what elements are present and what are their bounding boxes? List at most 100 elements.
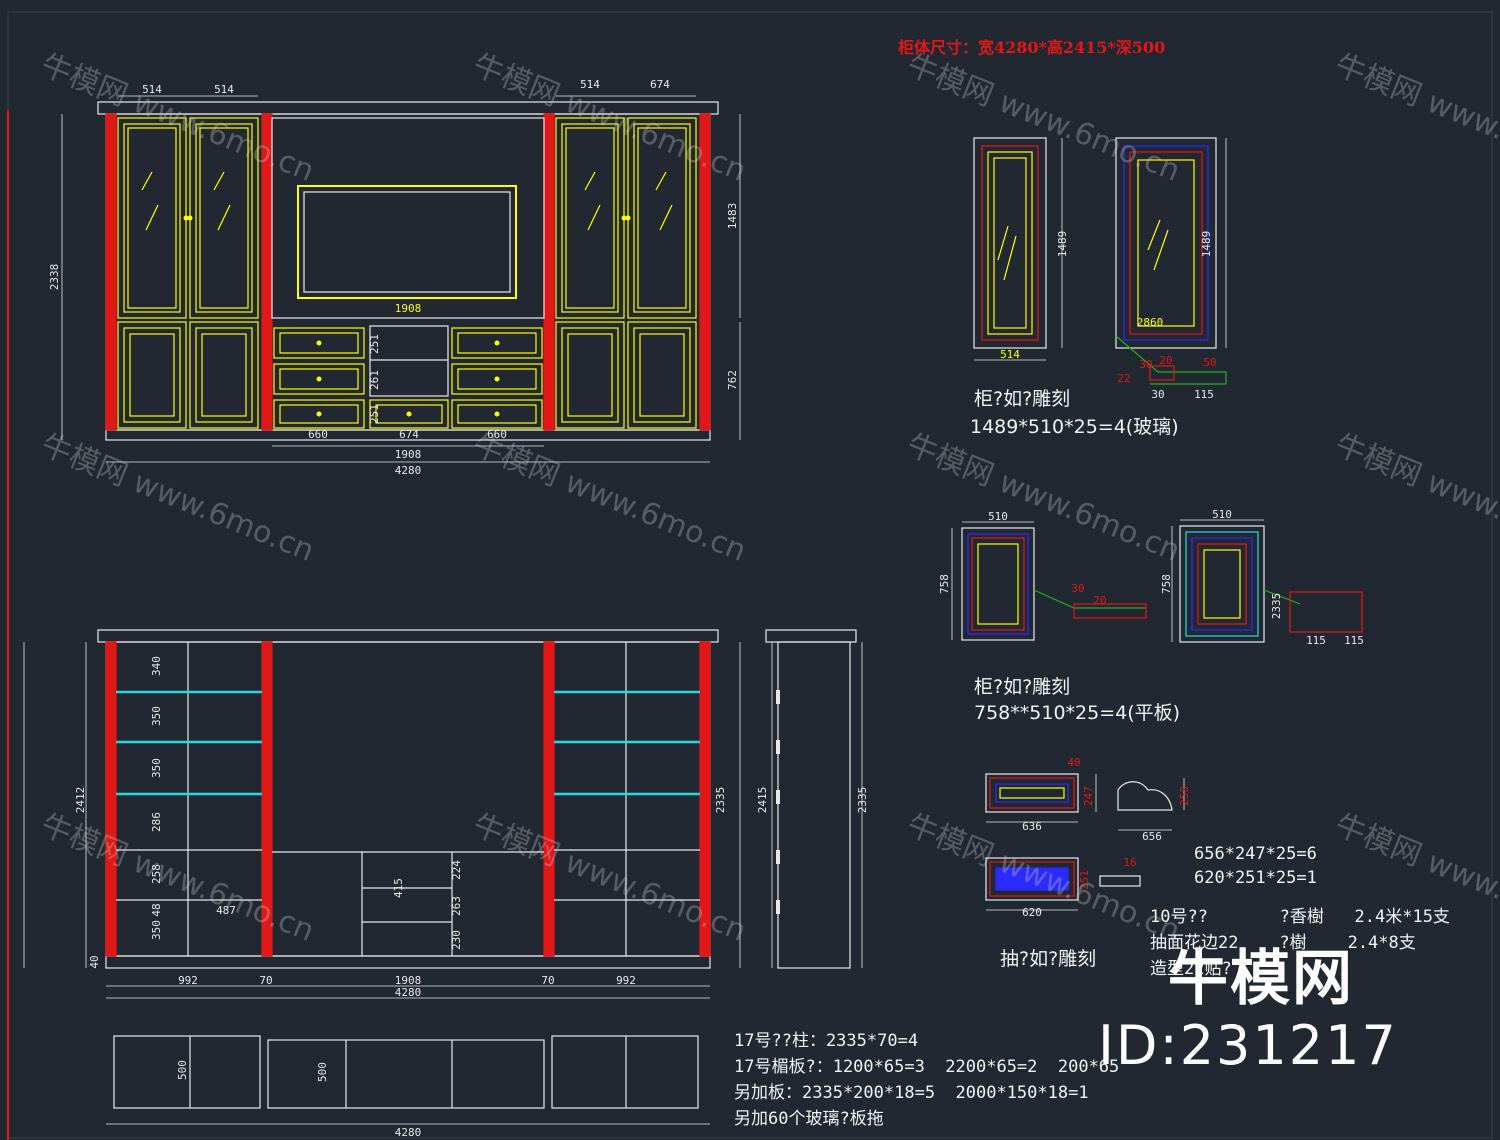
dim-interior_dims-total_width: 4280 <box>395 986 422 999</box>
material-note-2: 抽面花边22 ?樹 2.4*8支 <box>1150 933 1416 953</box>
dim-front_dims-top-0: 514 <box>142 83 162 96</box>
dim-drawer_detail-labels-7: 16 <box>1123 856 1136 869</box>
dim-door_detail-right_bottom: 2860 <box>1137 316 1164 329</box>
dim-panel_detail-profile_labels-4: 2335 <box>1270 593 1283 620</box>
front-outline <box>105 113 711 431</box>
dim-interior_dims-side_depth_height: 2335 <box>856 787 869 814</box>
dim-interior_dims-left_shelves-1: 350 <box>150 706 163 726</box>
dim-interior_dims-center_cells-0: 224 <box>450 860 463 880</box>
dim-drawer_detail-labels-0: 40 <box>1067 756 1080 769</box>
dim-panel_detail-profile_labels-3: 115 <box>1344 634 1364 647</box>
side-view-hinges <box>776 690 780 914</box>
dim-plan_dims-center: 500 <box>316 1062 329 1082</box>
dim-plan_dims-total: 4280 <box>395 1126 422 1139</box>
dim-front_dims-drawer_row-2: 660 <box>487 428 507 441</box>
dim-drawer_detail-labels-5: 251 <box>1078 870 1091 890</box>
front-tv-niche <box>271 117 545 319</box>
dim-interior_dims-mid_shelf: 487 <box>216 904 236 917</box>
dim-door_detail-height_right: 1489 <box>1200 231 1213 258</box>
dim-interior_dims-left_shelves-4: 258 <box>150 864 163 884</box>
dim-door_detail-profile_labels-1: 20 <box>1159 354 1172 367</box>
dim-drawer_detail-labels-2: 636 <box>1022 820 1042 833</box>
interior-crown <box>97 629 719 643</box>
dim-interior_dims-right_height: 2335 <box>714 787 727 814</box>
dim-front_dims-drawer_heights-0: 251 <box>368 334 381 354</box>
front-drawers <box>273 327 543 429</box>
dim-front_dims-tv_base: 1908 <box>395 448 422 461</box>
door-detail <box>973 137 1227 385</box>
dim-front_dims-tv_width: 1908 <box>395 302 422 315</box>
interior-frames <box>116 642 700 956</box>
side-view-body <box>777 641 851 969</box>
front-tv-screen-outer <box>297 185 517 299</box>
dim-drawer_detail-labels-6: 620 <box>1022 906 1042 919</box>
plan-center-cabinet <box>267 1039 545 1109</box>
dim-front_dims-drawer_heights-2: 251 <box>368 404 381 424</box>
dim-interior_dims-center_cells-1: 415 <box>392 878 405 898</box>
dim-panel_detail-width_right: 510 <box>1212 508 1232 521</box>
drawer-spec-2: 620*251*25=1 <box>1194 868 1317 888</box>
bottom-note-1: 17号??柱：2335*70=4 <box>734 1031 919 1051</box>
dim-interior_dims-center_cells-3: 230 <box>450 930 463 950</box>
dim-interior_dims-left_shelves-2: 350 <box>150 758 163 778</box>
panel-caption-2: 758**510*25=4(平板) <box>974 702 1181 724</box>
interior-elevation <box>23 629 863 999</box>
plan-view <box>106 1035 710 1125</box>
front-dimension-lines <box>61 95 741 463</box>
front-tv-screen-inner <box>303 191 511 293</box>
dim-panel_detail-profile_labels-1: 20 <box>1093 594 1106 607</box>
dim-door_detail-height_left: 1489 <box>1056 231 1069 258</box>
dim-interior_dims-left_shelves-3: 286 <box>150 812 163 832</box>
dim-interior_dims-bottom_row-4: 992 <box>616 974 636 987</box>
dim-drawer_detail-labels-1: 247 <box>1082 786 1095 806</box>
dim-door_detail-profile_labels-2: 22 <box>1117 372 1130 385</box>
drawer-spec-1: 656*247*25=6 <box>1194 844 1317 864</box>
dim-plan_dims-left: 500 <box>176 1060 189 1080</box>
dim-door_detail-width_left: 514 <box>1000 348 1020 361</box>
dim-interior_dims-left_shelves-0: 340 <box>150 656 163 676</box>
brand-logo-text: 牛模网 <box>1168 944 1354 1014</box>
interior-dimension-lines <box>23 642 863 999</box>
plan-left-cabinet <box>113 1035 261 1109</box>
front-knobs <box>183 215 631 417</box>
dim-drawer_detail-labels-3: 656 <box>1142 830 1162 843</box>
dim-front_dims-top-1: 514 <box>214 83 234 96</box>
front-elevation <box>61 95 741 463</box>
interior-pilaster-3 <box>543 641 555 957</box>
side-view-crown <box>765 629 857 643</box>
dim-interior_dims-bottom_row-3: 70 <box>541 974 554 987</box>
dim-front_dims-top-2: 514 <box>580 78 600 91</box>
dim-front_dims-overall_height: 2338 <box>48 264 61 291</box>
front-pilaster-4 <box>699 113 711 431</box>
dim-interior_dims-center_cells-2: 263 <box>450 896 463 916</box>
dim-interior_dims-left_shelves-6: 350 <box>150 920 163 940</box>
dim-interior_dims-left_height: 2412 <box>74 787 87 814</box>
door-caption-1: 柜?如?雕刻 <box>974 388 1071 410</box>
dim-panel_detail-width_left: 510 <box>988 510 1008 523</box>
dim-panel_detail-profile_labels-0: 30 <box>1071 582 1084 595</box>
interior-pilaster-2 <box>261 641 273 957</box>
dim-interior_dims-left_shelves-5: 48 <box>150 903 163 916</box>
material-note-3: 造型22贴? <box>1150 959 1232 979</box>
dim-panel_detail-height_right: 758 <box>1160 574 1173 594</box>
cabinet-size-header: 柜体尺寸：宽4280*高2415*深500 <box>898 38 1166 57</box>
dim-door_detail-profile_labels-5: 50 <box>1203 356 1216 369</box>
dim-interior_dims-side_height: 2415 <box>756 787 769 814</box>
dim-front_dims-drawer_row-1: 674 <box>399 428 419 441</box>
bottom-note-4: 另加60个玻璃?板拖 <box>734 1109 884 1129</box>
plan-right-cabinet <box>551 1035 699 1109</box>
dim-door_detail-profile_labels-0: 30 <box>1139 358 1152 371</box>
front-left-glass-doors <box>117 117 259 429</box>
panel-detail <box>951 519 1363 643</box>
front-center-open-shelf <box>369 325 449 397</box>
interior-outline <box>105 641 711 957</box>
bottom-note-2: 17号楣板?：1200*65=3 2200*65=2 200*65 <box>734 1057 1120 1077</box>
dim-door_detail-profile_labels-4: 115 <box>1194 388 1214 401</box>
dim-interior_dims-small_side: 40 <box>88 955 101 968</box>
drawer-caption: 抽?如?雕刻 <box>1000 948 1097 970</box>
dim-interior_dims-bottom_row-0: 992 <box>178 974 198 987</box>
dim-front_dims-total_width: 4280 <box>395 464 422 477</box>
front-pilaster-1 <box>105 113 117 431</box>
